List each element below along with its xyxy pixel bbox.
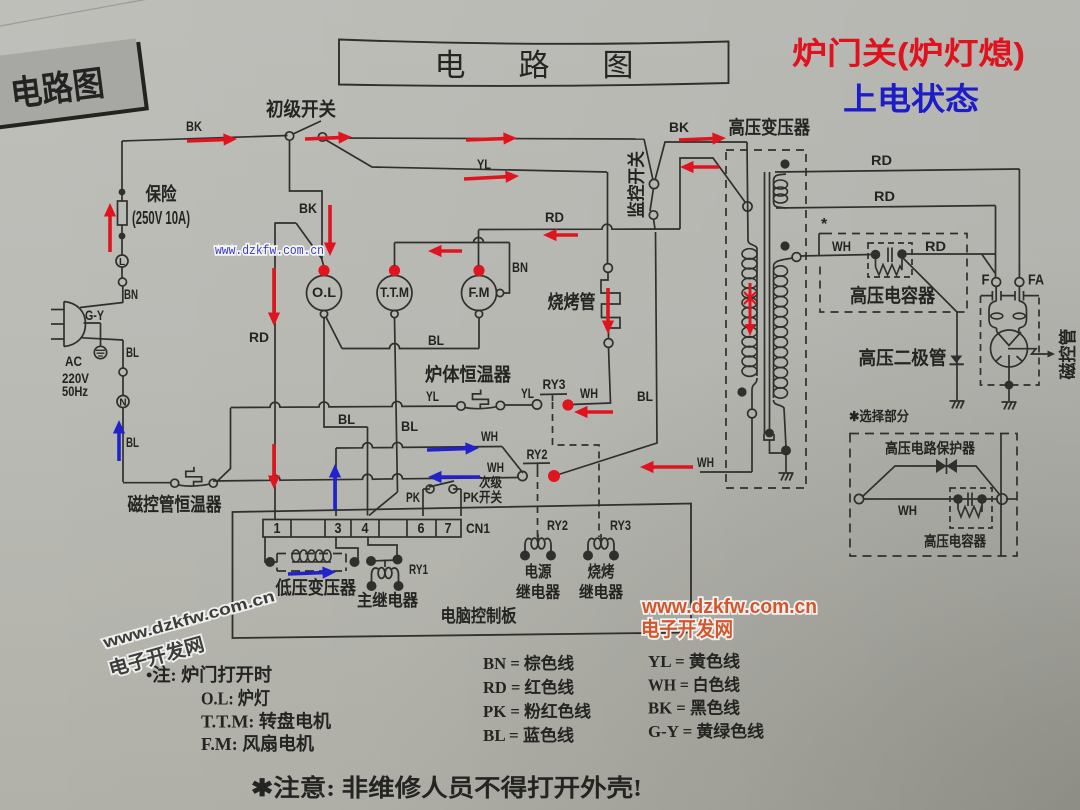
svg-text:RD: RD bbox=[545, 209, 564, 225]
svg-text:www.dzkfw.com.cn: www.dzkfw.com.cn bbox=[215, 244, 324, 258]
svg-text:www.dzkfw.com.cn: www.dzkfw.com.cn bbox=[641, 596, 817, 618]
svg-text:RY2: RY2 bbox=[547, 517, 568, 533]
svg-text:主继电器: 主继电器 bbox=[357, 590, 418, 610]
svg-text:电脑控制板: 电脑控制板 bbox=[441, 606, 517, 626]
svg-text:F: F bbox=[982, 272, 990, 289]
svg-text:WH: WH bbox=[481, 428, 498, 444]
svg-text:WH: WH bbox=[580, 385, 598, 401]
svg-text:上电状态: 上电状态 bbox=[843, 82, 979, 117]
svg-text:高压二极管: 高压二极管 bbox=[859, 348, 947, 369]
svg-text:T.T.M: 转盘电机: T.T.M: 转盘电机 bbox=[201, 711, 331, 732]
svg-text:50Hz: 50Hz bbox=[62, 383, 88, 399]
svg-text:BL: BL bbox=[126, 434, 139, 450]
svg-text:7: 7 bbox=[445, 520, 452, 537]
svg-text:6: 6 bbox=[418, 520, 425, 537]
svg-text:BK: BK bbox=[299, 200, 317, 216]
svg-text:3: 3 bbox=[335, 520, 342, 537]
svg-text:AC: AC bbox=[65, 353, 82, 369]
svg-text:高压电容器: 高压电容器 bbox=[924, 533, 986, 551]
svg-text:BN: BN bbox=[512, 259, 528, 275]
svg-text:路: 路 bbox=[519, 48, 550, 83]
svg-text:低压变压器: 低压变压器 bbox=[275, 577, 357, 598]
svg-text:•注: 炉门打开时: •注: 炉门打开时 bbox=[146, 664, 272, 685]
svg-text:烧烤: 烧烤 bbox=[588, 562, 615, 581]
svg-text:BL: BL bbox=[126, 344, 139, 360]
svg-text:RY2: RY2 bbox=[527, 446, 548, 462]
svg-text:CN1: CN1 bbox=[466, 520, 490, 536]
svg-text:烧烤管: 烧烤管 bbox=[548, 292, 596, 313]
svg-text:RD: RD bbox=[249, 329, 269, 345]
svg-text:WH: WH bbox=[487, 459, 504, 475]
svg-text:FA: FA bbox=[1028, 272, 1044, 289]
svg-text:BN: BN bbox=[124, 286, 138, 302]
svg-text:✱选择部分: ✱选择部分 bbox=[849, 408, 909, 424]
svg-text:RY3: RY3 bbox=[610, 517, 631, 533]
svg-text:✱注意: 非维修人员不得打开外壳!: ✱注意: 非维修人员不得打开外壳! bbox=[251, 774, 642, 802]
svg-text:PK开关: PK开关 bbox=[463, 489, 502, 505]
svg-text:PK = 粉红色线: PK = 粉红色线 bbox=[483, 701, 591, 721]
svg-text:BL: BL bbox=[338, 411, 355, 427]
svg-text:1: 1 bbox=[274, 520, 281, 537]
svg-text:F.M: 风扇电机: F.M: 风扇电机 bbox=[201, 733, 314, 754]
svg-text:BL: BL bbox=[428, 332, 444, 348]
svg-text:继电器: 继电器 bbox=[579, 583, 624, 602]
svg-text:磁控管: 磁控管 bbox=[1058, 329, 1078, 380]
svg-text:N: N bbox=[119, 398, 126, 409]
svg-text:BK: BK bbox=[669, 119, 689, 135]
svg-text:O.L: 炉灯: O.L: 炉灯 bbox=[201, 688, 270, 709]
svg-text:监控开关: 监控开关 bbox=[627, 151, 647, 218]
svg-text:BL = 蓝色线: BL = 蓝色线 bbox=[483, 725, 575, 745]
svg-text:T.T.M: T.T.M bbox=[380, 284, 409, 300]
svg-text:RY1: RY1 bbox=[409, 561, 428, 577]
svg-text:炉体恒温器: 炉体恒温器 bbox=[425, 364, 511, 385]
svg-text:RY3: RY3 bbox=[543, 376, 566, 392]
svg-text:WH: WH bbox=[697, 454, 714, 470]
svg-text:(250V 10A): (250V 10A) bbox=[132, 208, 190, 228]
svg-text:G-Y = 黄绿色线: G-Y = 黄绿色线 bbox=[648, 721, 764, 741]
svg-text:电源: 电源 bbox=[525, 562, 552, 581]
svg-text:WH: WH bbox=[832, 238, 851, 254]
svg-text:L: L bbox=[119, 257, 125, 268]
svg-text:YL: YL bbox=[477, 156, 491, 172]
svg-text:高压变压器: 高压变压器 bbox=[729, 117, 811, 138]
svg-text:RD: RD bbox=[925, 238, 946, 254]
svg-text:RD: RD bbox=[871, 152, 892, 168]
svg-text:G-Y: G-Y bbox=[85, 308, 104, 323]
svg-text:保险: 保险 bbox=[145, 184, 177, 205]
svg-text:高压电路保护器: 高压电路保护器 bbox=[885, 440, 975, 458]
svg-text:电子开发网: 电子开发网 bbox=[641, 617, 733, 641]
svg-text:PK: PK bbox=[406, 489, 420, 505]
svg-text:次级: 次级 bbox=[479, 475, 503, 490]
svg-text:BL: BL bbox=[401, 418, 418, 434]
svg-text:YL: YL bbox=[426, 388, 439, 404]
svg-text:初级开关: 初级开关 bbox=[266, 98, 336, 121]
svg-text:炉门关(炉灯熄): 炉门关(炉灯熄) bbox=[792, 37, 1025, 71]
svg-text:BK: BK bbox=[186, 118, 202, 134]
svg-text:4: 4 bbox=[362, 520, 370, 537]
svg-text:WH = 白色线: WH = 白色线 bbox=[648, 674, 740, 694]
svg-text:YL: YL bbox=[521, 385, 534, 401]
svg-text:F.M: F.M bbox=[469, 284, 490, 300]
svg-text:BL: BL bbox=[637, 388, 653, 404]
svg-text:继电器: 继电器 bbox=[516, 583, 561, 602]
svg-text:高压电容器: 高压电容器 bbox=[850, 284, 936, 307]
svg-text:磁控管恒温器: 磁控管恒温器 bbox=[128, 494, 222, 515]
svg-text:BK = 黑色线: BK = 黑色线 bbox=[648, 698, 740, 718]
svg-text:YL = 黄色线: YL = 黄色线 bbox=[648, 651, 741, 671]
svg-text:BN = 棕色线: BN = 棕色线 bbox=[483, 653, 575, 673]
svg-text:220V: 220V bbox=[62, 370, 90, 386]
svg-text:RD = 红色线: RD = 红色线 bbox=[483, 677, 574, 697]
svg-text:图: 图 bbox=[603, 48, 634, 83]
svg-text:WH: WH bbox=[898, 502, 917, 518]
svg-text:电: 电 bbox=[435, 48, 466, 83]
svg-text:RD: RD bbox=[874, 188, 895, 204]
svg-text:*: * bbox=[821, 216, 828, 233]
svg-text:O.L: O.L bbox=[312, 284, 336, 300]
